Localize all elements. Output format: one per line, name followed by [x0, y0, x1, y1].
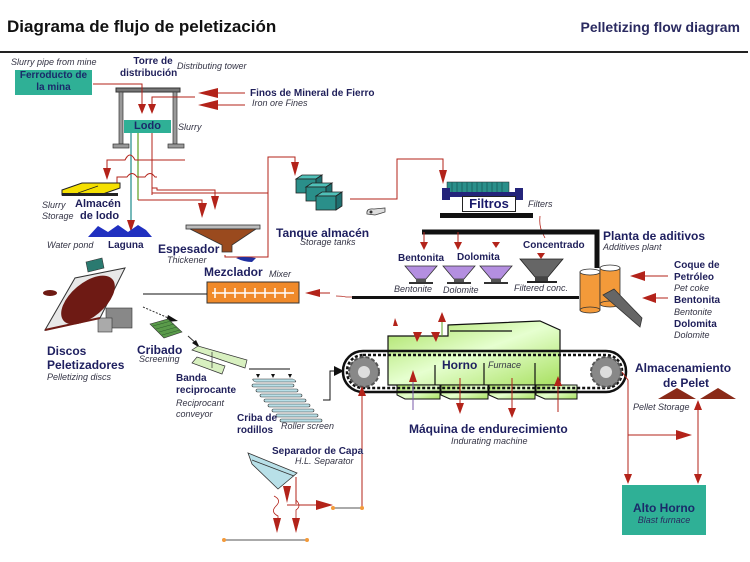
almacenamiento-es-1: Almacenamiento: [635, 361, 732, 375]
maquina-en: Indurating machine: [451, 436, 528, 446]
almacen-lodo-en-1: Slurry: [42, 200, 66, 210]
pellet-storage-icon: [658, 388, 736, 399]
almacen-lodo-en-2: Storage: [42, 211, 74, 221]
water-pond-icon: [88, 225, 152, 237]
bentonita-silo-en: Bentonite: [394, 284, 433, 294]
cribado-es: Cribado: [137, 343, 183, 357]
dolomita-silo-es: Dolomita: [457, 252, 500, 263]
lodo-en: Slurry: [178, 122, 202, 132]
espesador-es: Espesador: [158, 242, 220, 256]
arrow-icon: [148, 104, 156, 114]
separador-es: Separador de Capa: [272, 446, 364, 457]
banda-en-1: Reciprocant: [176, 398, 225, 408]
almacen-lodo-es-2: de lodo: [80, 210, 120, 222]
planta-aditivos-es: Planta de aditivos: [603, 229, 706, 243]
alto-horno-es: Alto Horno: [633, 501, 695, 515]
lodo-box[interactable]: Lodo: [124, 120, 171, 133]
criba-en: Roller screen: [281, 421, 335, 431]
almacenamiento-es-2: de Pelet: [663, 376, 710, 390]
finos-en: Iron ore Fines: [252, 98, 308, 108]
mezclador-en: Mixer: [269, 269, 291, 279]
roller-screen-icon: [251, 378, 323, 423]
separador-en: H.L. Separator: [295, 456, 354, 466]
torre-es-2: distribución: [120, 68, 178, 79]
page-title-english: Pelletizing flow diagram: [580, 19, 740, 35]
hl-separator-icon: [247, 452, 298, 490]
bentonita-add-en: Bentonite: [674, 307, 713, 317]
discos-en: Pelletizing discs: [47, 372, 112, 382]
ferroducto-es-1: Ferroducto de: [19, 70, 88, 81]
coque-en: Pet coke: [674, 283, 710, 293]
coque-es-1: Coque de: [674, 260, 720, 271]
tanque-en: Storage tanks: [300, 237, 356, 247]
additives-plant-icon: [579, 264, 643, 328]
bentonita-silo-es: Bentonita: [398, 253, 445, 264]
finos-es: Finos de Mineral de Fierro: [250, 88, 375, 99]
mixer-icon: [206, 281, 300, 304]
thickener-icon: [185, 224, 261, 262]
ferroducto-es-2: la mina: [36, 82, 71, 93]
ferroducto-en: Slurry pipe from mine: [11, 57, 97, 67]
espesador-en: Thickener: [167, 255, 207, 265]
dolomita-add-es: Dolomita: [674, 319, 717, 330]
filter-belt: [440, 213, 533, 218]
arrow-icon: [198, 100, 218, 110]
header-divider: [0, 51, 748, 53]
planta-aditivos-en: Additives plant: [603, 242, 662, 252]
criba-es-2: rodillos: [237, 425, 274, 436]
tanque-es: Tanque almacén: [276, 226, 370, 240]
filtros-box[interactable]: Filtros: [462, 196, 516, 212]
torre-es-1: Torre de: [133, 56, 173, 67]
criba-es-1: Criba de: [237, 413, 278, 424]
dolomita-silo-en: Dolomite: [443, 285, 479, 295]
filtros-en: Filters: [528, 199, 553, 209]
cribado-en: Screening: [139, 354, 180, 364]
discos-es-2: Peletizadores: [47, 358, 125, 372]
drive-gear-left-icon: [348, 356, 380, 388]
arrow-icon: [138, 104, 146, 114]
alto-horno-en: Blast furnace: [637, 515, 691, 525]
additive-silo-icon: [479, 265, 513, 284]
feed-conveyor: [422, 229, 600, 268]
coque-es-2: Petróleo: [674, 272, 715, 283]
banda-es-2: reciprocante: [176, 385, 237, 396]
dolomita-add-en: Dolomite: [674, 330, 710, 340]
slurry-pipe-line: [93, 83, 143, 112]
distribution-tower-icon: [112, 87, 185, 149]
maquina-es: Máquina de endurecimiento: [409, 422, 568, 436]
bentonite-silo-icon: [404, 265, 438, 284]
pelletizing-disc-icon: [43, 257, 133, 333]
horno-en: Furnace: [488, 360, 522, 370]
laguna-es: Laguna: [108, 240, 144, 251]
horno-es: Horno: [442, 358, 478, 372]
page-title: Diagrama de flujo de peletización: [7, 17, 277, 36]
discos-es-1: Discos: [47, 344, 87, 358]
bentonita-add-es: Bentonita: [674, 295, 721, 306]
banda-es-1: Banda: [176, 373, 207, 384]
alto-horno-box[interactable]: Alto Horno Blast furnace: [622, 485, 706, 535]
mezclador-es: Mezclador: [204, 265, 263, 279]
laguna-en: Water pond: [47, 240, 94, 250]
arrow-icon: [198, 88, 218, 98]
almacenamiento-en: Pellet Storage: [633, 402, 690, 412]
ferroducto-box[interactable]: Ferroducto de la mina: [15, 70, 92, 95]
reciprocating-conveyor-icon: [191, 345, 248, 375]
indurating-machine-icon: [341, 320, 628, 400]
banda-en-2: conveyor: [176, 409, 213, 419]
almacen-lodo-es-1: Almacén: [75, 198, 121, 210]
concentrate-silo-icon: [519, 258, 564, 283]
storage-tanks-icon: [294, 174, 344, 211]
torre-en: Distributing tower: [177, 61, 247, 71]
concentrado-en: Filtered conc.: [514, 283, 569, 293]
slurry-storage-icon: [61, 182, 121, 196]
drive-gear-right-icon: [590, 356, 622, 388]
concentrado-es: Concentrado: [523, 240, 585, 251]
filters-icon: [442, 181, 523, 200]
screening-icon: [149, 318, 183, 339]
dolomite-silo-icon: [442, 265, 476, 284]
